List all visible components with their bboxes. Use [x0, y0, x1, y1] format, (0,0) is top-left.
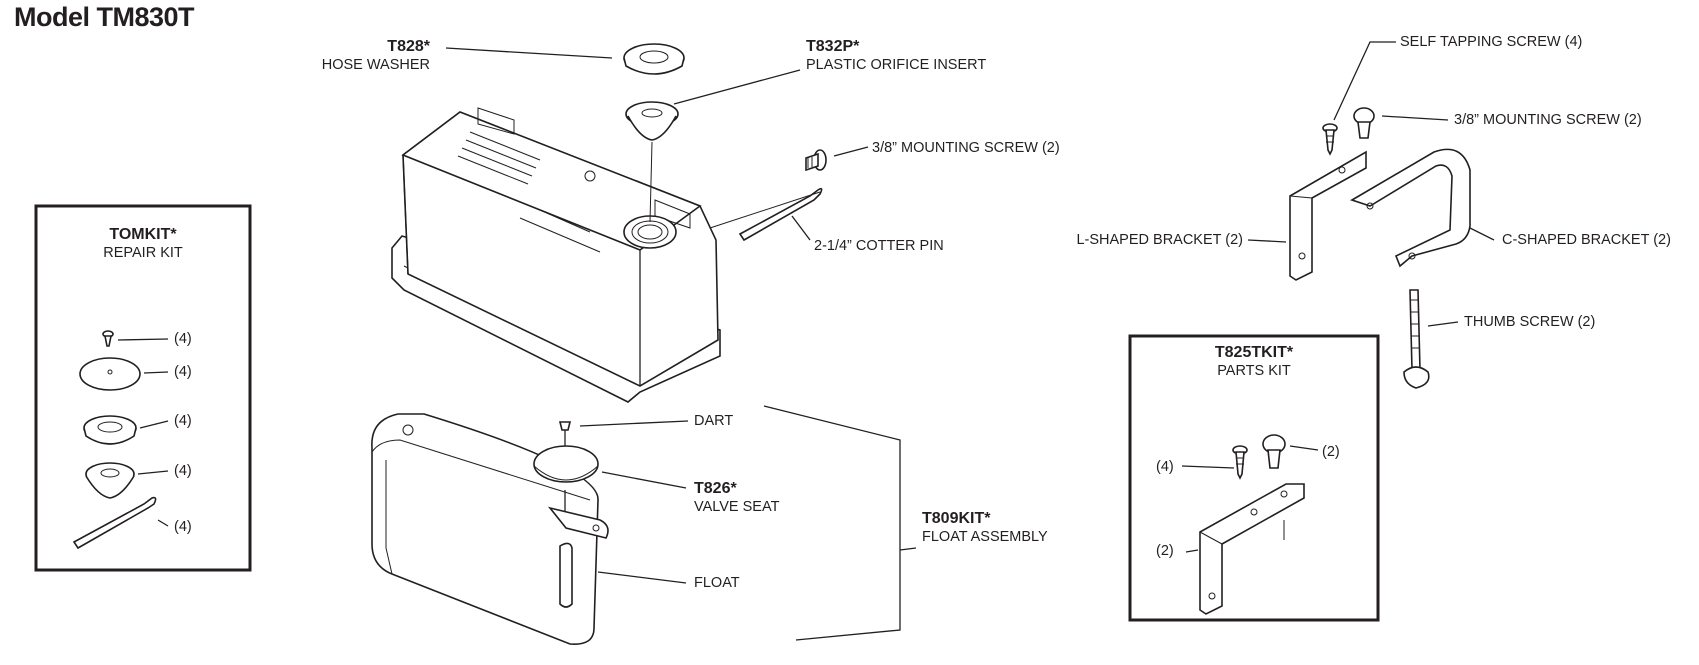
- hose-washer-label: T828* HOSE WASHER: [322, 38, 430, 74]
- dart-part: [558, 421, 572, 512]
- repair-kit-qty: (4): [174, 463, 192, 479]
- parts-kit-code: T825TKIT*: [1214, 344, 1294, 361]
- hose-washer-code: T828*: [387, 38, 430, 55]
- orifice-insert-label: T832P* PLASTIC ORIFICE INSERT: [806, 38, 986, 74]
- float-assembly-label: T809KIT* FLOAT ASSEMBLY: [922, 510, 1048, 546]
- orifice-insert-part: [625, 101, 679, 141]
- orifice-insert-code: T832P*: [806, 38, 860, 55]
- dart-label: DART: [694, 413, 734, 429]
- valve-seat-code: T826*: [694, 480, 737, 497]
- valve-seat-name: VALVE SEAT: [694, 499, 780, 515]
- l-shaped-bracket-part: [1289, 150, 1367, 281]
- c-shaped-bracket-part: [1350, 148, 1471, 268]
- repair-kit-box: [34, 204, 252, 572]
- l-shaped-bracket-label: L-SHAPED BRACKET (2): [1076, 232, 1243, 248]
- tank: [391, 107, 721, 403]
- parts-kit-name: PARTS KIT: [1217, 363, 1291, 379]
- repair-kit-qty: (4): [174, 413, 192, 429]
- bracket-mounting-screw-label: 3/8” MOUNTING SCREW (2): [1454, 112, 1642, 128]
- parts-kit-qty: (2): [1156, 543, 1174, 559]
- parts-kit-qty: (4): [1156, 459, 1174, 475]
- float-assembly-name: FLOAT ASSEMBLY: [922, 529, 1048, 545]
- float-label: FLOAT: [694, 575, 740, 591]
- cotter-pin-label: 2-1/4” COTTER PIN: [814, 238, 944, 254]
- valve-seat-label: T826* VALVE SEAT: [694, 480, 779, 516]
- thumb-screw-label: THUMB SCREW (2): [1464, 314, 1596, 330]
- self-tapping-screw-part: [1322, 123, 1338, 156]
- c-shaped-bracket-label: C-SHAPED BRACKET (2): [1502, 232, 1671, 248]
- parts-kit-box: [1128, 334, 1380, 622]
- cotter-pin-part: [709, 187, 823, 242]
- parts-kit-parts: [1181, 434, 1319, 615]
- repair-kit-name: REPAIR KIT: [103, 245, 183, 261]
- repair-kit-qty: (4): [174, 364, 192, 380]
- parts-kit-qty: (2): [1322, 444, 1340, 460]
- repair-kit-code: TOMKIT*: [109, 226, 177, 243]
- hose-washer-part: [623, 43, 685, 75]
- repair-kit-header: TOMKIT* REPAIR KIT: [36, 226, 250, 262]
- repair-kit-qty: (4): [174, 331, 192, 347]
- bracket-mounting-screw-part: [1353, 107, 1375, 139]
- page-title: Model TM830T: [14, 2, 195, 32]
- parts-kit-header: T825TKIT* PARTS KIT: [1130, 344, 1378, 380]
- leader-lines: [445, 41, 1495, 641]
- repair-kit-qty: (4): [174, 519, 192, 535]
- repair-kit-parts: [72, 330, 169, 550]
- orifice-insert-name: PLASTIC ORIFICE INSERT: [806, 57, 987, 73]
- valve-seat-part: [533, 445, 599, 483]
- tank-mounting-screw-part: [805, 149, 827, 172]
- hose-washer-name: HOSE WASHER: [321, 57, 430, 73]
- tank-mounting-screw-label: 3/8” MOUNTING SCREW (2): [872, 140, 1060, 156]
- thumb-screw-part: [1403, 289, 1430, 389]
- self-tapping-screw-label: SELF TAPPING SCREW (4): [1400, 34, 1583, 50]
- float-assembly-code: T809KIT*: [922, 510, 991, 527]
